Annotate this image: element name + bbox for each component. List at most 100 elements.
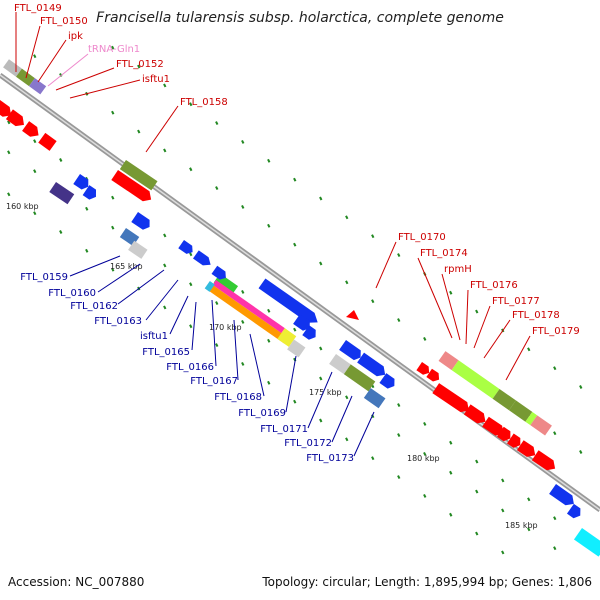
gene-label[interactable]: FTL_0170 — [398, 232, 446, 243]
gene-arrow[interactable] — [463, 404, 489, 426]
tick-mark — [293, 242, 297, 247]
gene-block[interactable] — [287, 339, 306, 358]
gene-block[interactable] — [208, 284, 288, 344]
tick-mark — [241, 362, 245, 366]
tick-mark — [527, 527, 531, 532]
tick-mark — [397, 318, 401, 322]
gene-block[interactable] — [212, 280, 285, 334]
gene-label[interactable]: FTL_0178 — [512, 310, 560, 321]
gene-label[interactable]: FTL_0158 — [180, 97, 228, 108]
gene-arrow[interactable] — [5, 109, 28, 129]
gene-block[interactable] — [509, 400, 533, 422]
kbp-label: 180 kbp — [407, 454, 440, 463]
gene-arrow[interactable] — [346, 310, 359, 320]
gene-block[interactable] — [343, 364, 376, 392]
gene-label[interactable]: FTL_0163 — [94, 316, 142, 327]
gene-label[interactable]: ipk — [68, 31, 83, 42]
gene-arrow[interactable] — [416, 362, 432, 377]
gene-arrow[interactable] — [22, 121, 42, 140]
gene-arrow[interactable] — [426, 368, 442, 384]
gene-label[interactable]: FTL_0167 — [190, 376, 238, 387]
gene-arrow[interactable] — [73, 174, 91, 192]
gene-block[interactable] — [204, 281, 215, 292]
gene-block[interactable] — [329, 354, 351, 375]
gene-label[interactable]: FTL_0165 — [142, 347, 190, 358]
tick-mark — [85, 248, 89, 253]
gene-arrow[interactable] — [516, 440, 539, 460]
tick-mark — [579, 385, 583, 389]
gene-arrow[interactable] — [531, 450, 559, 473]
gene-label[interactable]: FTL_0160 — [48, 288, 96, 299]
gene-block[interactable] — [3, 59, 22, 77]
gene-block[interactable] — [119, 160, 158, 191]
tick-mark — [423, 336, 427, 341]
tick-mark — [33, 211, 37, 216]
gene-label[interactable]: FTL_0152 — [116, 59, 164, 70]
gene-arrow[interactable] — [506, 433, 524, 450]
gene-label[interactable]: rpmH — [444, 264, 472, 275]
gene-arrow[interactable] — [111, 170, 154, 205]
gene-block[interactable] — [363, 388, 386, 409]
tick-mark — [475, 489, 479, 494]
gene-arrow[interactable] — [339, 340, 364, 362]
tick-mark — [553, 366, 557, 371]
gene-arrow[interactable] — [379, 373, 397, 391]
gene-arrow[interactable] — [482, 416, 507, 439]
tick-mark — [163, 263, 167, 268]
gene-arrow[interactable] — [193, 250, 213, 269]
gene-arrow[interactable] — [497, 426, 514, 444]
gene-arrow[interactable] — [432, 383, 472, 415]
tick-mark — [267, 223, 271, 228]
tick-mark — [241, 140, 245, 144]
gene-arrow[interactable] — [302, 325, 319, 342]
gene-block[interactable] — [438, 351, 459, 371]
gene-label[interactable]: FTL_0166 — [166, 362, 214, 373]
gene-arrow[interactable] — [82, 185, 100, 202]
gene-arrow[interactable] — [211, 265, 229, 282]
gene-label[interactable]: FTL_0179 — [532, 326, 580, 337]
gene-block[interactable] — [38, 132, 57, 151]
gene-label[interactable]: FTL_0174 — [420, 248, 468, 259]
gene-block[interactable] — [277, 328, 297, 347]
gene-label[interactable]: tRNA-Gln1 — [88, 44, 140, 55]
tick-mark — [189, 324, 193, 329]
gene-label[interactable]: FTL_0176 — [470, 280, 518, 291]
gene-label[interactable]: FTL_0149 — [14, 3, 62, 14]
gene-arrow[interactable] — [357, 352, 388, 380]
gene-label[interactable]: isftu1 — [142, 74, 170, 85]
tick-mark — [397, 475, 401, 479]
gene-block[interactable] — [525, 411, 538, 426]
tick-mark — [241, 205, 245, 209]
tick-mark — [163, 305, 167, 310]
gene-block[interactable] — [451, 360, 500, 399]
kbp-label: 170 kbp — [209, 323, 242, 332]
gene-label[interactable]: FTL_0177 — [492, 296, 540, 307]
gene-label[interactable]: FTL_0169 — [238, 408, 286, 419]
gene-arrow[interactable] — [131, 212, 153, 232]
gene-label[interactable]: FTL_0173 — [306, 453, 354, 464]
gene-label[interactable]: isftu1 — [140, 331, 168, 342]
gene-label[interactable]: FTL_0150 — [40, 16, 88, 27]
gene-arrow[interactable] — [566, 503, 584, 521]
gene-arrow[interactable] — [549, 484, 577, 509]
gene-arrow[interactable] — [293, 314, 313, 333]
gene-label[interactable]: FTL_0168 — [214, 392, 262, 403]
gene-label[interactable]: FTL_0172 — [284, 438, 332, 449]
gene-block[interactable] — [49, 182, 75, 205]
gene-block[interactable] — [16, 68, 35, 87]
gene-arrow[interactable] — [178, 240, 195, 256]
gene-label[interactable]: FTL_0162 — [70, 301, 118, 312]
tick-mark — [293, 177, 297, 182]
callout-lines-top — [15, 12, 179, 153]
gene-block[interactable] — [492, 388, 516, 411]
gene-block[interactable] — [530, 415, 552, 436]
gene-block[interactable] — [573, 528, 600, 557]
gene-arrow[interactable] — [0, 100, 15, 120]
gene-label[interactable]: FTL_0159 — [20, 272, 68, 283]
gene-block[interactable] — [28, 78, 47, 95]
gene-arrow[interactable] — [258, 278, 322, 327]
topology-text: Topology: circular; Length: 1,895,994 bp… — [262, 575, 592, 589]
gene-block[interactable] — [128, 240, 148, 259]
gene-label[interactable]: FTL_0171 — [260, 424, 308, 435]
tick-mark — [33, 169, 37, 174]
